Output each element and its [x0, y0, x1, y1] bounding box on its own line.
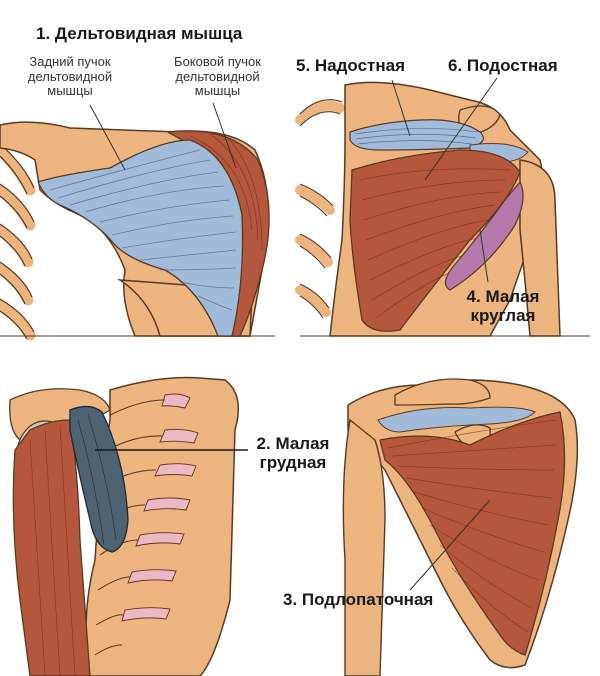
label-posterior-deltoid: Задний пучок дельтовидной мышцы — [10, 54, 130, 99]
label-lateral-line2: дельтовидной — [175, 68, 260, 84]
title-deltoid: 1. Дельтовидная мышца — [36, 24, 243, 43]
label-teres-line2: круглая — [470, 306, 536, 326]
label-supraspinatus: 5. Надостная — [296, 56, 406, 75]
panel-deltoid — [0, 102, 275, 341]
label-posterior-line2: дельтовидной — [27, 68, 113, 84]
label-teres-minor: 4. Малая круглая — [458, 287, 548, 325]
label-subscapularis: 3. Подлопаточная — [283, 590, 434, 609]
label-pectoral-line1: 2. Малая — [256, 434, 330, 453]
label-teres-line1: 4. Малая — [466, 287, 540, 306]
label-lateral-deltoid: Боковой пучок дельтовидной мышцы — [160, 54, 275, 99]
supraspinatus-muscle — [349, 119, 484, 151]
panel-pectoral — [9, 376, 248, 676]
label-pectoral-line2: грудная — [259, 453, 327, 473]
label-lateral-line3: мышцы — [194, 83, 241, 99]
label-pectoralis-minor: 2. Малая грудная — [248, 434, 338, 472]
ribs-left — [0, 144, 36, 341]
label-posterior-line1: Задний пучок — [29, 54, 111, 69]
panel-subscapularis — [342, 378, 579, 676]
panel-rotator-posterior — [295, 77, 590, 337]
label-infraspinatus: 6. Подостная — [448, 56, 558, 75]
label-posterior-line3: мышцы — [47, 83, 93, 99]
rib-cartilage — [121, 393, 199, 622]
subscapularis-muscle — [379, 411, 566, 656]
teres-minor-muscle — [444, 180, 524, 291]
label-lateral-line1: Боковой пучок — [174, 54, 261, 69]
